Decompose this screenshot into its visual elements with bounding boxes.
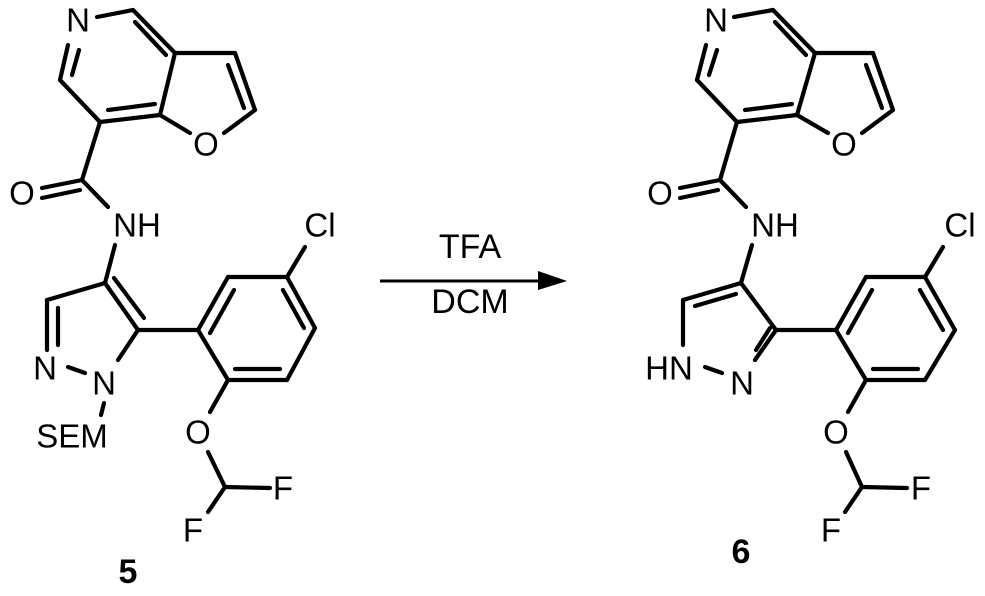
reactant-ether-o-label: O bbox=[185, 414, 211, 451]
reactant-pyridine-n-label: N bbox=[66, 2, 90, 39]
product-carbonyl-o-label: O bbox=[647, 175, 673, 212]
reactant-sem-label: SEM bbox=[36, 418, 108, 455]
reactant-compound-number: 5 bbox=[119, 553, 138, 591]
product-ether-o-label: O bbox=[823, 414, 849, 451]
product-fluorine-1-label: F bbox=[911, 470, 931, 507]
arrowhead-icon bbox=[538, 271, 567, 290]
reactant-fluorine-1-label: F bbox=[273, 470, 293, 507]
reactant-fluorine-2-label: F bbox=[183, 512, 203, 549]
reactant-molecule-5 bbox=[39, 7, 318, 515]
reactant-pyrazole-n1-label: N bbox=[92, 365, 116, 402]
product-pyrazole-nh-label: HN bbox=[645, 350, 693, 387]
product-chloro-label: Cl bbox=[944, 207, 975, 244]
reactant-carbonyl-o-label: O bbox=[9, 175, 35, 212]
reactant-amide-nh-label: NH bbox=[113, 207, 161, 244]
reagent-above-arrow: TFA bbox=[439, 228, 502, 266]
product-amide-nh-label: NH bbox=[751, 207, 799, 244]
reactant-furan-o-label: O bbox=[193, 126, 219, 163]
product-molecule-6 bbox=[677, 7, 958, 515]
product-fluorine-2-label: F bbox=[821, 512, 841, 549]
product-pyrazole-n-label: N bbox=[730, 365, 754, 402]
product-compound-number: 6 bbox=[732, 533, 751, 571]
product-pyridine-n-label: N bbox=[704, 2, 728, 39]
reagent-below-arrow: DCM bbox=[431, 283, 508, 321]
product-furan-o-label: O bbox=[831, 126, 857, 163]
reactant-chloro-label: Cl bbox=[304, 207, 335, 244]
reactant-pyrazole-n2-label: N bbox=[33, 350, 57, 387]
reaction-arrow bbox=[380, 271, 567, 290]
